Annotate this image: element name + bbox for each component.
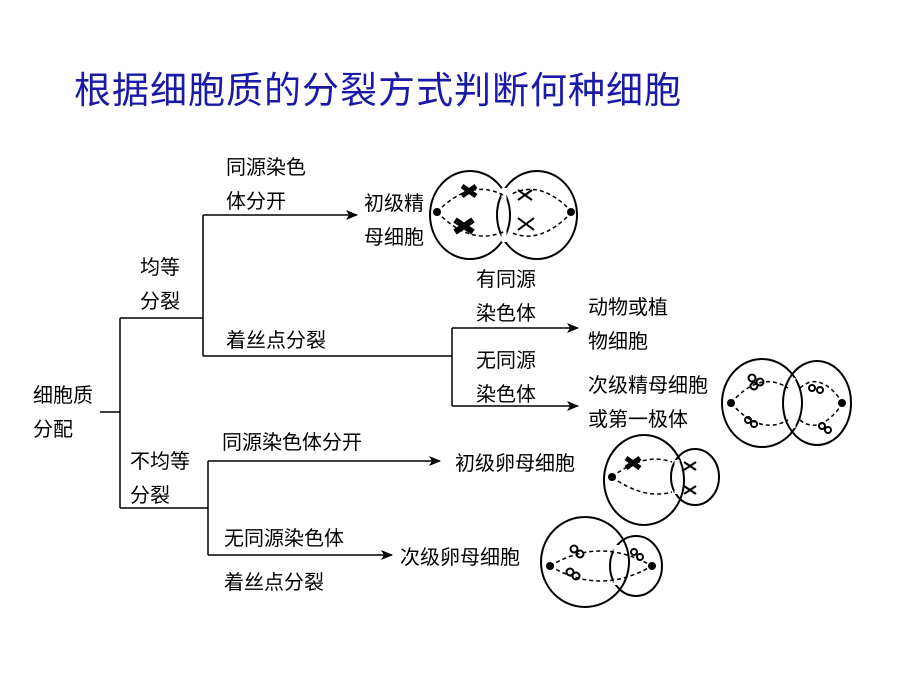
equal-centromere-split-label: 着丝点分裂: [226, 328, 326, 352]
secondary-spermatocyte-label: 次级精母细胞 或第一极体: [588, 373, 708, 431]
primary-oocyte-label: 初级卵母细胞: [455, 451, 575, 475]
cell-primary-spermatocyte-icon: [429, 170, 578, 260]
cell-secondary-spermatocyte-icon: [721, 358, 852, 448]
cell-secondary-oocyte-icon: [540, 516, 663, 608]
page-title: 根据细胞质的分裂方式判断何种细胞: [74, 69, 682, 112]
no-homologs-label: 无同源 染色体: [476, 348, 536, 406]
secondary-oocyte-label: 次级卵母细胞: [400, 545, 520, 569]
cell-primary-oocyte-icon: [603, 434, 720, 526]
root-label: 细胞质 分配: [33, 383, 93, 441]
equal-division-label: 均等 分裂: [140, 255, 180, 313]
has-homologs-label: 有同源 染色体: [476, 267, 536, 325]
animal-plant-cell-label: 动物或植 物细胞: [588, 295, 668, 353]
unequal-homologs-separate-label: 同源染色体分开: [222, 430, 362, 454]
primary-spermatocyte-label: 初级精 母细胞: [364, 191, 424, 249]
unequal-no-homologs-label: 无同源染色体 着丝点分裂: [224, 526, 344, 594]
equal-homologs-separate-label: 同源染色 体分开: [226, 155, 306, 213]
unequal-division-label: 不均等 分裂: [130, 449, 190, 507]
